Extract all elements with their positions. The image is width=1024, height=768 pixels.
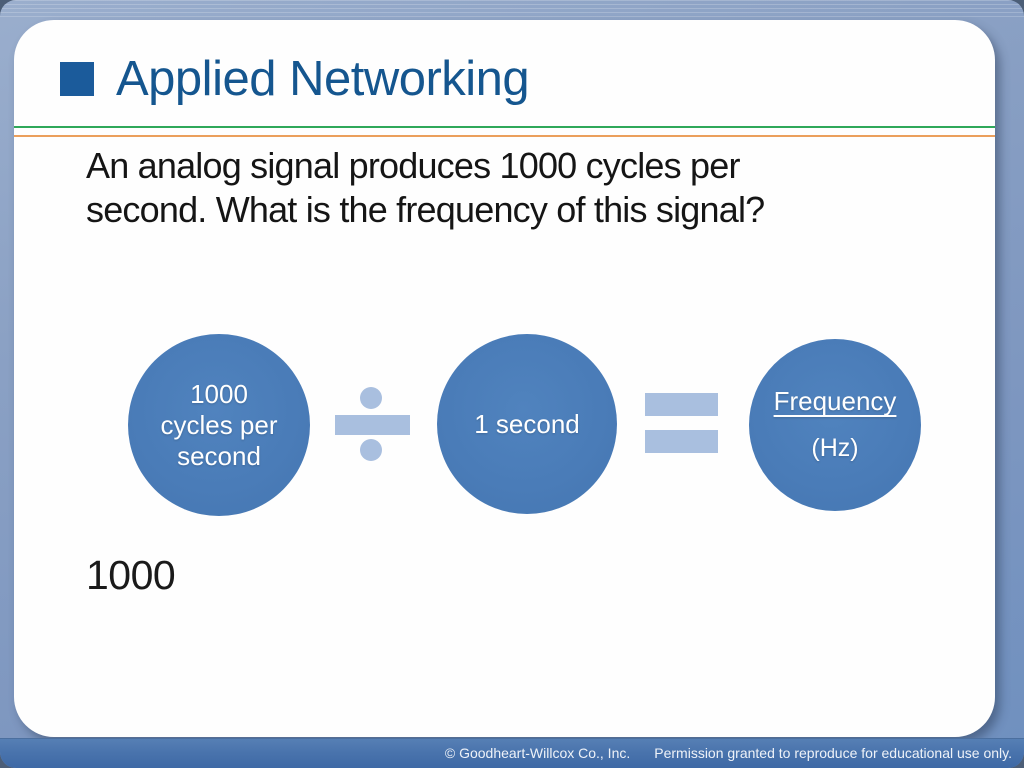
footer-bar: © Goodheart-Willcox Co., Inc. Permission… — [0, 738, 1024, 768]
dividend-line-1: 1000 — [190, 378, 248, 409]
result-circle: Frequency (Hz) — [749, 339, 921, 511]
dividend-line-2: cycles per — [160, 409, 278, 440]
divide-icon — [360, 387, 382, 409]
divider-line-orange — [14, 135, 995, 137]
divide-icon — [360, 439, 382, 461]
dividend-circle: 1000 cycles per second — [128, 334, 310, 516]
divide-icon — [335, 415, 410, 435]
slide-title: Applied Networking — [116, 52, 530, 106]
equals-icon — [645, 393, 718, 416]
result-label: Frequency — [773, 386, 897, 416]
divisor-label: 1 second — [474, 408, 580, 439]
question-line-2: second. What is the frequency of this si… — [86, 189, 765, 230]
question-line-1: An analog signal produces 1000 cycles pe… — [86, 145, 740, 186]
dividend-line-3: second — [177, 440, 261, 471]
title-row: Applied Networking — [60, 50, 530, 108]
equals-icon — [645, 430, 718, 453]
divider-line-green — [14, 126, 995, 128]
slide: Applied Networking An analog signal prod… — [14, 20, 995, 737]
answer-text: 1000 — [86, 552, 176, 598]
permission-text: Permission granted to reproduce for educ… — [654, 745, 1012, 761]
copyright-text: © Goodheart-Willcox Co., Inc. — [444, 745, 631, 761]
result-unit: (Hz) — [811, 434, 859, 462]
title-bullet-square — [60, 62, 94, 96]
question-text: An analog signal produces 1000 cycles pe… — [86, 144, 765, 232]
divisor-circle: 1 second — [437, 334, 617, 514]
